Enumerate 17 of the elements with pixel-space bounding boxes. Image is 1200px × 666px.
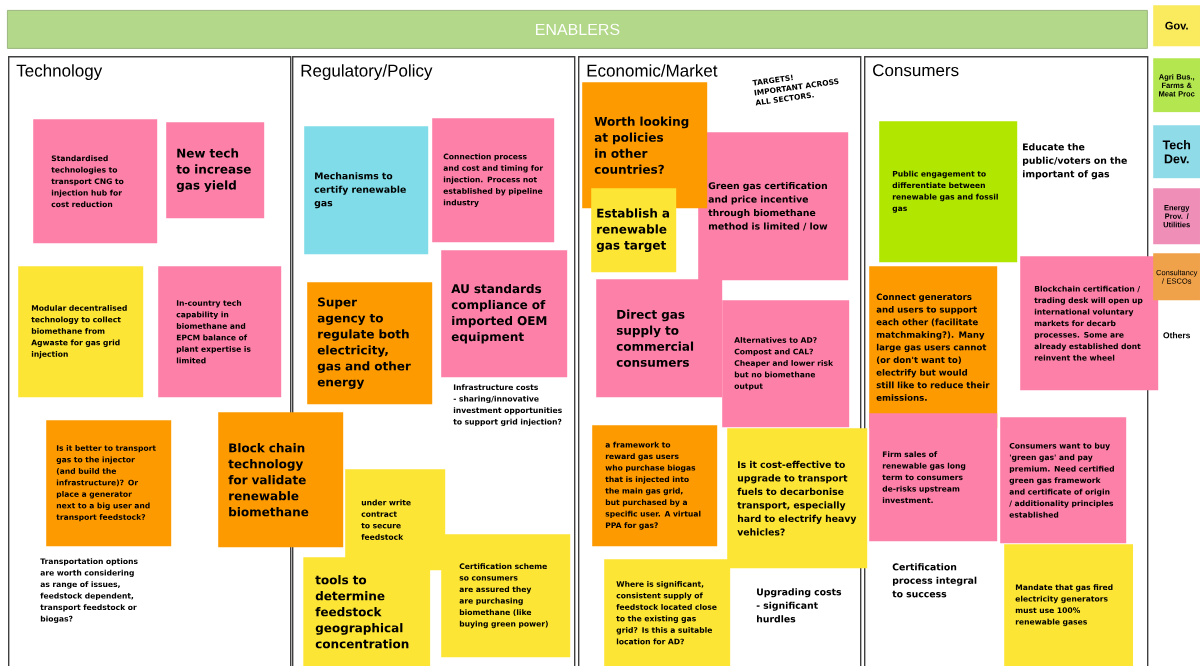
note-text: Upgrading costs - significant hurdles xyxy=(756,588,842,623)
legend-item: Tech Dev. xyxy=(1153,125,1200,179)
note-text: Certification process integral to success xyxy=(892,563,977,598)
sticky-note: AU standards compliance of imported OEM equipment xyxy=(441,250,568,378)
legend-item: Gov. xyxy=(1153,5,1200,47)
sticky-note: Mechanisms to certify renewable gas xyxy=(304,126,429,255)
sticky-note: Direct gas supply to commercial consumers xyxy=(596,279,723,398)
sticky-note: New tech to increase gas yield xyxy=(166,122,265,219)
header-bar: ENABLERS xyxy=(7,10,1148,49)
legend-item: Others xyxy=(1163,332,1191,339)
sticky-note: Green gas certification and price incentive through biomethane method is limited / low xyxy=(698,132,849,281)
sticky-note: Block chain technology for validate renewable biomethane xyxy=(218,412,344,548)
sticky-note: Establish a renewable gas target xyxy=(591,188,677,273)
sticky-note: Is it cost-effective to upgrade to transport fuels to decarbonise transport, especially hard to electrify heavy vehicles? xyxy=(727,428,868,569)
sticky-note: Super agency to regulate both electricity, gas and other energy xyxy=(307,282,433,405)
sticky-note: Connect generators and users to support each other (facilitate matchmaking?). Many large gas users cannot (or don't want to) electrify but would still like to reduce their emissions. xyxy=(869,266,998,429)
sticky-note: tools to determine feedstock geographical concentration xyxy=(303,557,431,666)
